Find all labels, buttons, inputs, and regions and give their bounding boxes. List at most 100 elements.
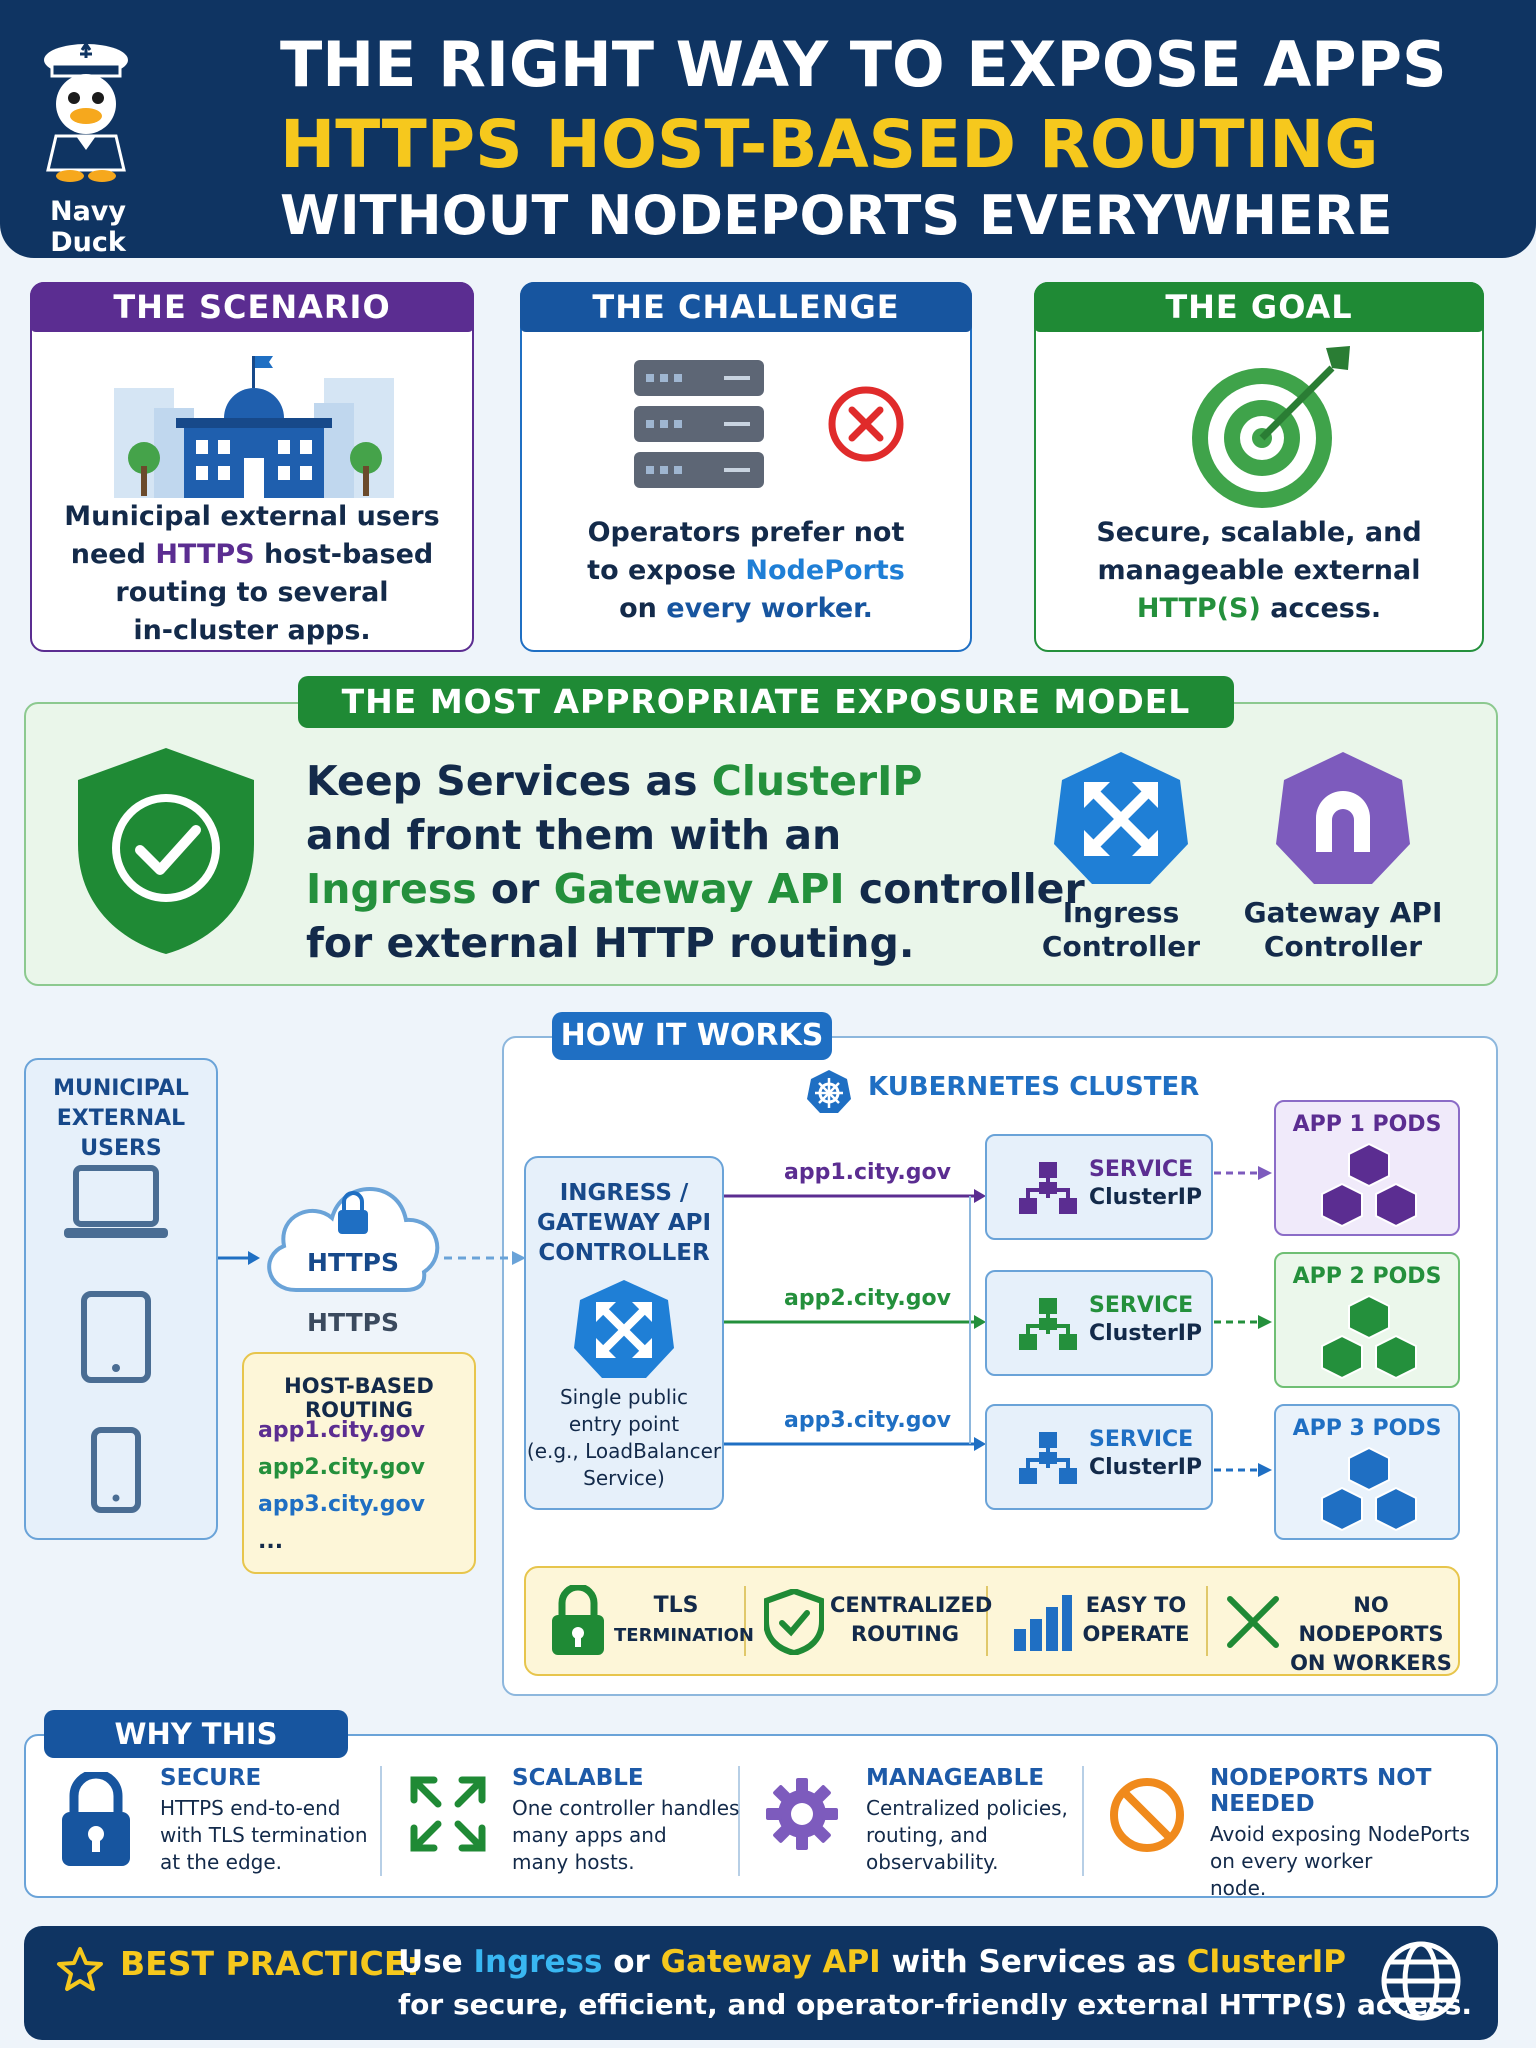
- scenario-title: THE SCENARIO: [30, 282, 474, 332]
- cloud-label: HTTPS: [307, 1248, 399, 1277]
- exposure-model-card: [24, 702, 1498, 986]
- best-practice-line-2: for secure, efficient, and operator-frie…: [398, 1988, 1473, 2021]
- scenario-text-line-2: need HTTPS host-based: [70, 539, 434, 570]
- host-list-item: app2.city.gov: [258, 1455, 425, 1480]
- scenario-text: Municipal external users need HTTPS host…: [32, 498, 472, 650]
- users-to-cloud-arrow-icon: [218, 1251, 260, 1265]
- kubernetes-cluster-label: KUBERNETES CLUSTER: [868, 1072, 1200, 1102]
- app-3-cubes-icon: [1321, 1446, 1417, 1532]
- manageable-reason: MANAGEABLE Centralized policies,routing,…: [866, 1765, 1068, 1874]
- host-based-routing-box: HOST-BASED ROUTING app1.city.gov app2.ci…: [242, 1352, 476, 1574]
- routing-arrows: [724, 1166, 1272, 1477]
- app-1-pods-label: APP 1 PODS: [1292, 1112, 1442, 1137]
- bar-chart-icon: [1014, 1595, 1072, 1651]
- why-this-model-title: WHY THIS MODEL?: [44, 1710, 348, 1799]
- goal-card: THE GOAL Secure, scalable, and manageabl…: [1034, 282, 1484, 652]
- https-cloud-icon: [267, 1187, 440, 1292]
- goal-text-line-3: HTTP(S) access.: [1136, 593, 1382, 624]
- shield-check-small-icon: [764, 1589, 824, 1655]
- why-divider: [1082, 1766, 1084, 1876]
- user-devices: [64, 1165, 168, 1513]
- secure-heading: SECURE: [160, 1765, 262, 1791]
- route-1-host-label: app1.city.gov: [784, 1160, 951, 1185]
- target-icon: [1192, 346, 1350, 508]
- strip-divider: [1206, 1586, 1208, 1656]
- exposure-model-line-3: Ingress or Gateway API controller: [306, 865, 1085, 913]
- goal-text-line-2: manageable external: [1097, 555, 1421, 586]
- phone-icon: [91, 1427, 141, 1513]
- scenario-card: THE SCENARIO Municipal external users ne…: [30, 282, 474, 652]
- host-list-item: app3.city.gov: [258, 1492, 425, 1517]
- best-practice-banner: [24, 1926, 1498, 2040]
- gateway-api-controller-icon: [1276, 752, 1410, 884]
- city-hall-icon: [114, 356, 394, 498]
- exposure-model-line-2: and front them with an: [306, 811, 842, 859]
- exposure-model-text: Keep Services as ClusterIP and front the…: [306, 754, 1085, 970]
- exposure-model-title: THE MOST APPROPRIATE EXPOSURE MODEL: [298, 676, 1234, 728]
- goal-text-line-1: Secure, scalable, and: [1096, 517, 1422, 548]
- service-2-network-icon: [1019, 1298, 1077, 1350]
- host-list-item: app1.city.gov: [258, 1418, 425, 1443]
- app-2-cubes-icon: [1321, 1294, 1417, 1380]
- host-list-item: ...: [258, 1529, 284, 1554]
- why-divider: [380, 1766, 382, 1876]
- route-2-host-label: app2.city.gov: [784, 1286, 951, 1311]
- service-2-to-pods-arrow: [1214, 1315, 1272, 1329]
- title-line-1: THE RIGHT WAY TO EXPOSE APPS: [280, 28, 1447, 101]
- strip-divider: [986, 1586, 988, 1656]
- goal-title: THE GOAL: [1034, 282, 1484, 332]
- nodeports-not-needed-reason: NODEPORTS NOT NEEDED Avoid exposing Node…: [1210, 1765, 1536, 1902]
- globe-icon: [1381, 1941, 1461, 2021]
- ingress-controller-icon: [1054, 752, 1188, 884]
- challenge-text-line-3: on every worker.: [619, 593, 873, 624]
- service-1-network-icon: [1019, 1162, 1077, 1214]
- host-list: app1.city.gov app2.city.gov app3.city.go…: [258, 1412, 425, 1560]
- challenge-title: THE CHALLENGE: [520, 282, 972, 332]
- app-1-cubes-icon: [1321, 1142, 1417, 1228]
- expand-arrows-icon: [410, 1776, 486, 1852]
- lock-icon: [552, 1585, 604, 1655]
- app-1-pods-box: APP 1 PODS: [1274, 1100, 1460, 1236]
- route-1-arrow: [724, 1189, 986, 1203]
- scenario-text-line-4: in-cluster apps.: [133, 615, 371, 646]
- route-3-host-label: app3.city.gov: [784, 1408, 951, 1433]
- host-based-routing-title: HOST-BASED ROUTING: [284, 1374, 434, 1422]
- challenge-text-line-1: Operators prefer not: [587, 517, 905, 548]
- route-3-arrow: [724, 1437, 986, 1451]
- laptop-icon: [64, 1165, 168, 1238]
- challenge-card: THE CHALLENGE Operators prefer not to ex…: [520, 282, 972, 652]
- benefits-strip: [524, 1566, 1460, 1676]
- https-label: HTTPS: [307, 1308, 399, 1337]
- header-banner: Navy Duck THE RIGHT WAY TO EXPOSE APPS H…: [0, 0, 1536, 258]
- how-it-works-title: HOW IT WORKS: [552, 1012, 832, 1060]
- controller-hex-icon: [574, 1280, 674, 1378]
- error-x-icon: [828, 386, 904, 462]
- app-3-pods-label: APP 3 PODS: [1292, 1416, 1442, 1441]
- scalable-heading: SCALABLE: [512, 1765, 644, 1791]
- app-2-pods-box: APP 2 PODS: [1274, 1252, 1460, 1388]
- padlock-icon: [62, 1772, 130, 1866]
- exposure-model-line-1: Keep Services as ClusterIP: [306, 757, 923, 805]
- mascot-label: Navy Duck: [49, 196, 127, 258]
- title-line-3: WITHOUT NODEPORTS EVERYWHERE: [280, 184, 1393, 247]
- route-2-arrow: [724, 1315, 986, 1329]
